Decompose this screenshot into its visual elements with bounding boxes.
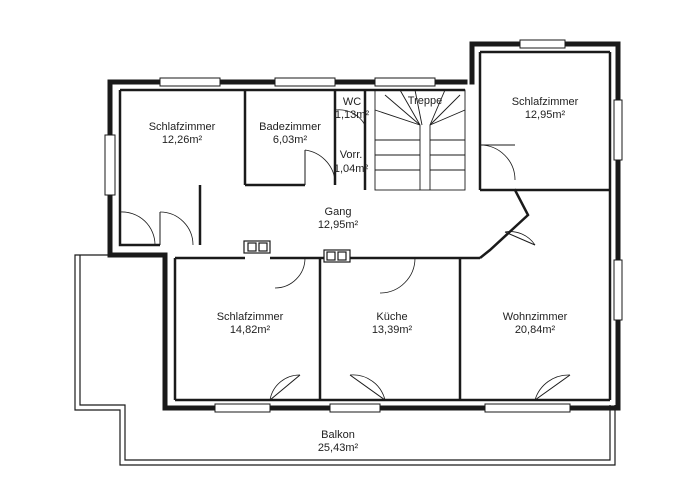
room-area-vorraum: 1,04m² — [334, 163, 369, 175]
doors — [119, 109, 571, 401]
room-name-treppe: Treppe — [408, 95, 442, 107]
interior-walls — [118, 50, 612, 402]
room-area-schlafzimmer-3: 14,82m² — [230, 324, 271, 336]
room-name-wohnzimmer: Wohnzimmer — [503, 311, 568, 323]
room-area-wohnzimmer: 20,84m² — [515, 324, 556, 336]
balcony-outline — [74, 254, 616, 466]
windows — [104, 39, 623, 413]
room-name-gang: Gang — [325, 206, 352, 218]
staircase — [374, 89, 466, 191]
room-labels: Schlafzimmer 12,26m² Badezimmer 6,03m² W… — [149, 95, 579, 454]
room-name-balkon: Balkon — [321, 429, 355, 441]
room-name-schlafzimmer-2: Schlafzimmer — [512, 96, 579, 108]
room-area-gang: 12,95m² — [318, 219, 359, 231]
room-name-schlafzimmer-3: Schlafzimmer — [217, 311, 284, 323]
room-name-badezimmer: Badezimmer — [259, 121, 321, 133]
room-name-schlafzimmer-1: Schlafzimmer — [149, 121, 216, 133]
room-area-schlafzimmer-1: 12,26m² — [162, 134, 203, 146]
room-name-wc: WC — [343, 96, 361, 108]
room-name-vorraum: Vorr. — [340, 149, 363, 161]
room-area-wc: 1,13m² — [335, 109, 370, 121]
chimney-blocks — [243, 240, 351, 263]
room-name-kueche: Küche — [376, 311, 407, 323]
room-area-schlafzimmer-2: 12,95m² — [525, 109, 566, 121]
room-area-kueche: 13,39m² — [372, 324, 413, 336]
room-area-balkon: 25,43m² — [318, 442, 359, 454]
room-area-badezimmer: 6,03m² — [273, 134, 308, 146]
